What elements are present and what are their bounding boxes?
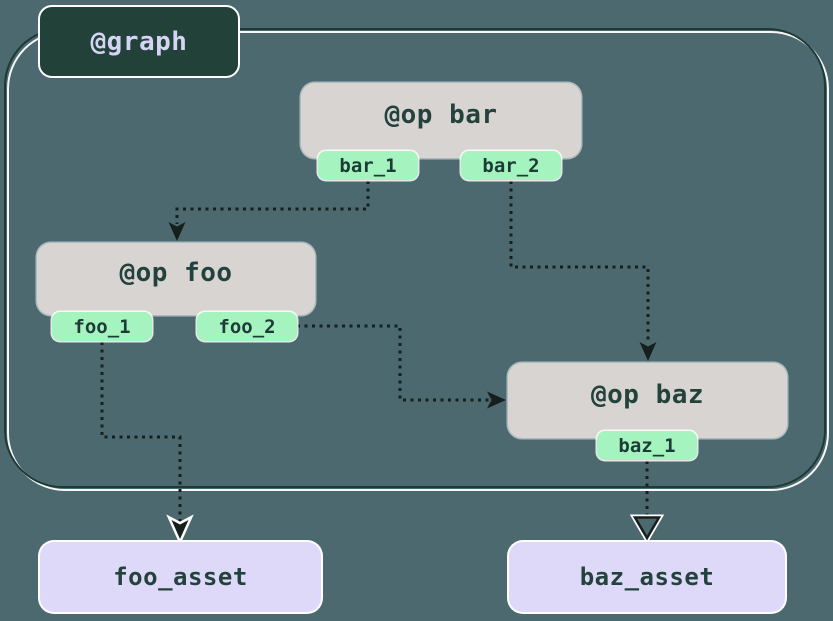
output-tag-baz-1-label: baz_1 xyxy=(618,434,676,457)
graph-boundary-highlight xyxy=(7,31,829,491)
op-node-foo: @op foo xyxy=(37,243,315,315)
op-foo-title: @op foo xyxy=(119,258,233,288)
asset-foo-label: foo_asset xyxy=(113,563,248,591)
edge-bar1-to-foo xyxy=(168,181,370,241)
asset-baz-label: baz_asset xyxy=(579,563,715,591)
edge-bar2-to-baz xyxy=(509,181,657,361)
graph-boundary xyxy=(4,28,826,488)
output-tag-bar-1: bar_1 xyxy=(318,151,418,180)
edge-baz1-to-baz-asset xyxy=(629,461,665,544)
op-node-baz: @op baz xyxy=(508,363,787,438)
asset-node-foo-asset: foo_asset xyxy=(38,540,323,614)
asset-node-baz-asset: baz_asset xyxy=(507,540,787,614)
output-tag-foo-1: foo_1 xyxy=(52,312,152,341)
output-tag-bar-1-label: bar_1 xyxy=(339,154,397,177)
output-tag-bar-2-label: bar_2 xyxy=(482,154,540,177)
graph-label-text: @graph xyxy=(90,26,188,57)
op-baz-title: @op baz xyxy=(590,379,705,410)
edge-foo1-to-foo-asset xyxy=(100,342,194,546)
output-tag-foo-1-label: foo_1 xyxy=(73,315,131,338)
op-node-bar: @op bar xyxy=(301,83,581,158)
edge-foo2-to-baz xyxy=(297,324,506,409)
graph-label: @graph xyxy=(38,5,240,78)
op-bar-title: @op bar xyxy=(384,99,498,130)
output-tag-bar-2: bar_2 xyxy=(461,151,561,180)
output-tag-foo-2-label: foo_2 xyxy=(218,315,276,338)
output-tag-foo-2: foo_2 xyxy=(197,312,297,341)
output-tag-baz-1: baz_1 xyxy=(597,431,697,460)
